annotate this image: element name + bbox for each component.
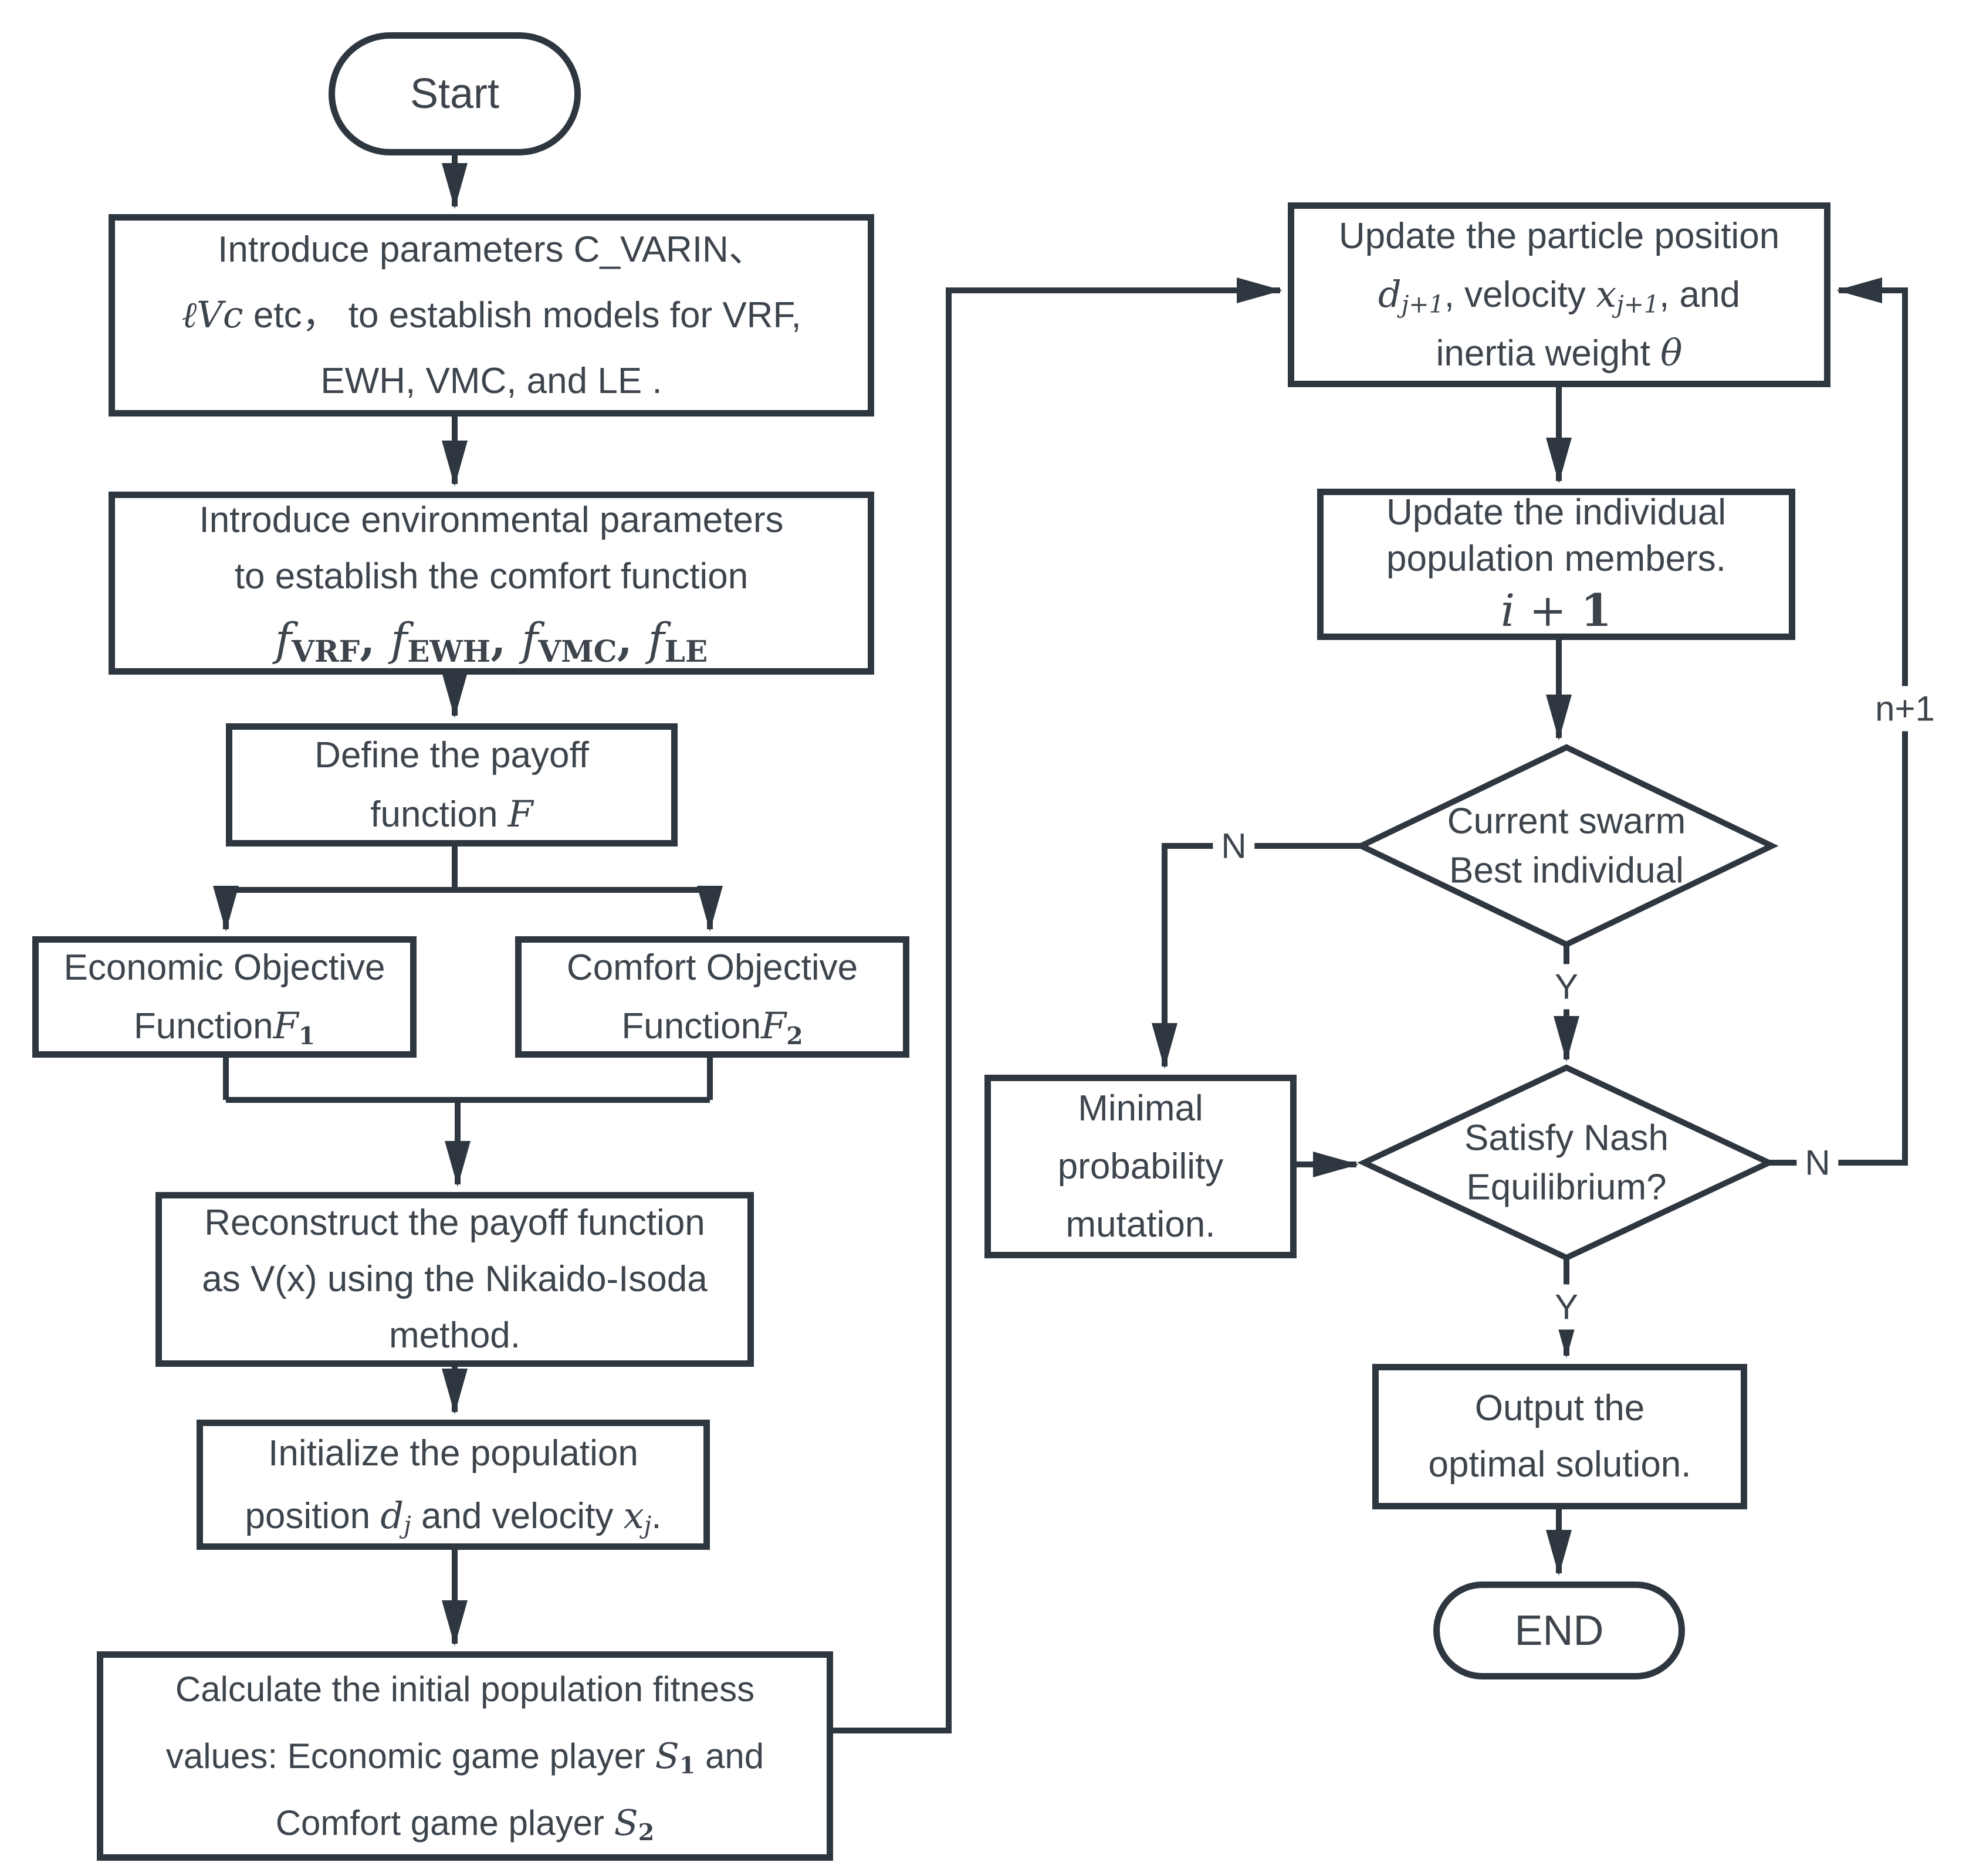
decision-text-line: Best individual [1449, 850, 1684, 890]
decision-text-line: Satisfy Nash [1464, 1118, 1669, 1159]
end-label: END [1514, 1607, 1604, 1654]
economic-objective-box: Economic Objective FunctionF1 [32, 936, 417, 1058]
comfort-function-formula: fVRF, fEWH, fVMC, fLE [275, 612, 708, 669]
edge-label-nash-no: N [1796, 1140, 1839, 1186]
connector-calc-to-update-particle [833, 277, 1283, 1733]
box-text-line: Update the individual [1386, 492, 1727, 533]
edge-label-nash-yes: Y [1546, 1284, 1587, 1330]
box-text-line: Minimal [1078, 1088, 1203, 1129]
box-text-line: EWH, VMC, and LE . [320, 360, 662, 401]
box-text-line: Initialize the population [268, 1433, 638, 1474]
box-text-line: FunctionF2 [621, 1004, 803, 1050]
box-text-line: dj+1, velocity xj+1, and [1378, 272, 1740, 319]
box-text-line: Output the [1474, 1387, 1645, 1428]
comfort-objective-box: Comfort Objective FunctionF2 [515, 936, 909, 1058]
initialize-population-box: Initialize the population position dj an… [197, 1420, 710, 1550]
start-terminator: Start [329, 32, 581, 155]
box-text-line: Update the particle position [1338, 215, 1780, 256]
current-swarm-decision-shape [1354, 744, 1779, 948]
box-text-line: values: Economic game player S1 and [165, 1735, 764, 1780]
box-text-line: position dj and velocity xj. [245, 1494, 662, 1540]
nash-equilibrium-decision-label: Satisfy Nash Equilibrium? [1464, 1113, 1669, 1211]
update-individual-box: Update the individual population members… [1317, 489, 1795, 640]
box-text-line: Comfort game player S2 [275, 1802, 655, 1847]
box-text-line: Introduce parameters C_VARIN、 [218, 229, 765, 270]
decision-text-line: Equilibrium? [1466, 1167, 1667, 1207]
box-text-line: mutation. [1065, 1204, 1216, 1245]
connector-swarm-no-to-mutation [1152, 843, 1361, 1069]
define-payoff-box: Define the payoff function F [226, 723, 678, 846]
output-solution-box: Output the optimal solution. [1372, 1364, 1747, 1509]
nash-equilibrium-decision-shape [1357, 1064, 1776, 1261]
start-label: Start [410, 70, 500, 117]
box-text-line: as V(x) using the Nikaido-Isoda [202, 1258, 708, 1299]
box-text-line: Introduce environmental parameters [199, 499, 784, 540]
current-swarm-decision-label: Current swarm Best individual [1447, 797, 1686, 895]
box-text-line: FunctionF1 [133, 1004, 316, 1050]
decision-text-line: Current swarm [1447, 801, 1686, 842]
box-text-line: to establish the comfort function [234, 556, 749, 597]
edge-label-iteration-n-plus-1: n+1 [1867, 686, 1943, 732]
edge-label-swarm-no: N [1213, 823, 1255, 869]
end-terminator: END [1433, 1582, 1685, 1679]
box-text-line: Reconstruct the payoff function [204, 1202, 705, 1243]
box-text-line: ℓVc etc， to establish models for VRF, [181, 293, 801, 337]
box-text-line: function F [370, 792, 533, 835]
edge-label-swarm-yes: Y [1546, 964, 1587, 1010]
box-text-line: Comfort Objective [566, 947, 858, 988]
box-text-line: population members. [1386, 538, 1726, 579]
environment-parameters-box: Introduce environmental parameters to es… [109, 492, 874, 675]
box-text-line: inertia weight θ [1436, 331, 1683, 375]
minimal-mutation-box: Minimal probability mutation. [984, 1075, 1297, 1258]
box-text-line: probability [1057, 1146, 1224, 1187]
box-text-line: optimal solution. [1428, 1444, 1691, 1485]
calculate-fitness-box: Calculate the initial population fitness… [97, 1651, 833, 1861]
introduce-parameters-box: Introduce parameters C_VARIN、 ℓVc etc， t… [109, 214, 874, 416]
reconstruct-payoff-box: Reconstruct the payoff function as V(x) … [155, 1192, 754, 1367]
iteration-increment-formula: i + 1 [1500, 584, 1612, 637]
box-text-line: Calculate the initial population fitness [175, 1669, 755, 1709]
box-text-line: method. [388, 1315, 521, 1356]
box-text-line: Economic Objective [63, 947, 385, 988]
update-particle-box: Update the particle position dj+1, veloc… [1288, 202, 1830, 387]
box-text-line: Define the payoff [314, 735, 589, 776]
